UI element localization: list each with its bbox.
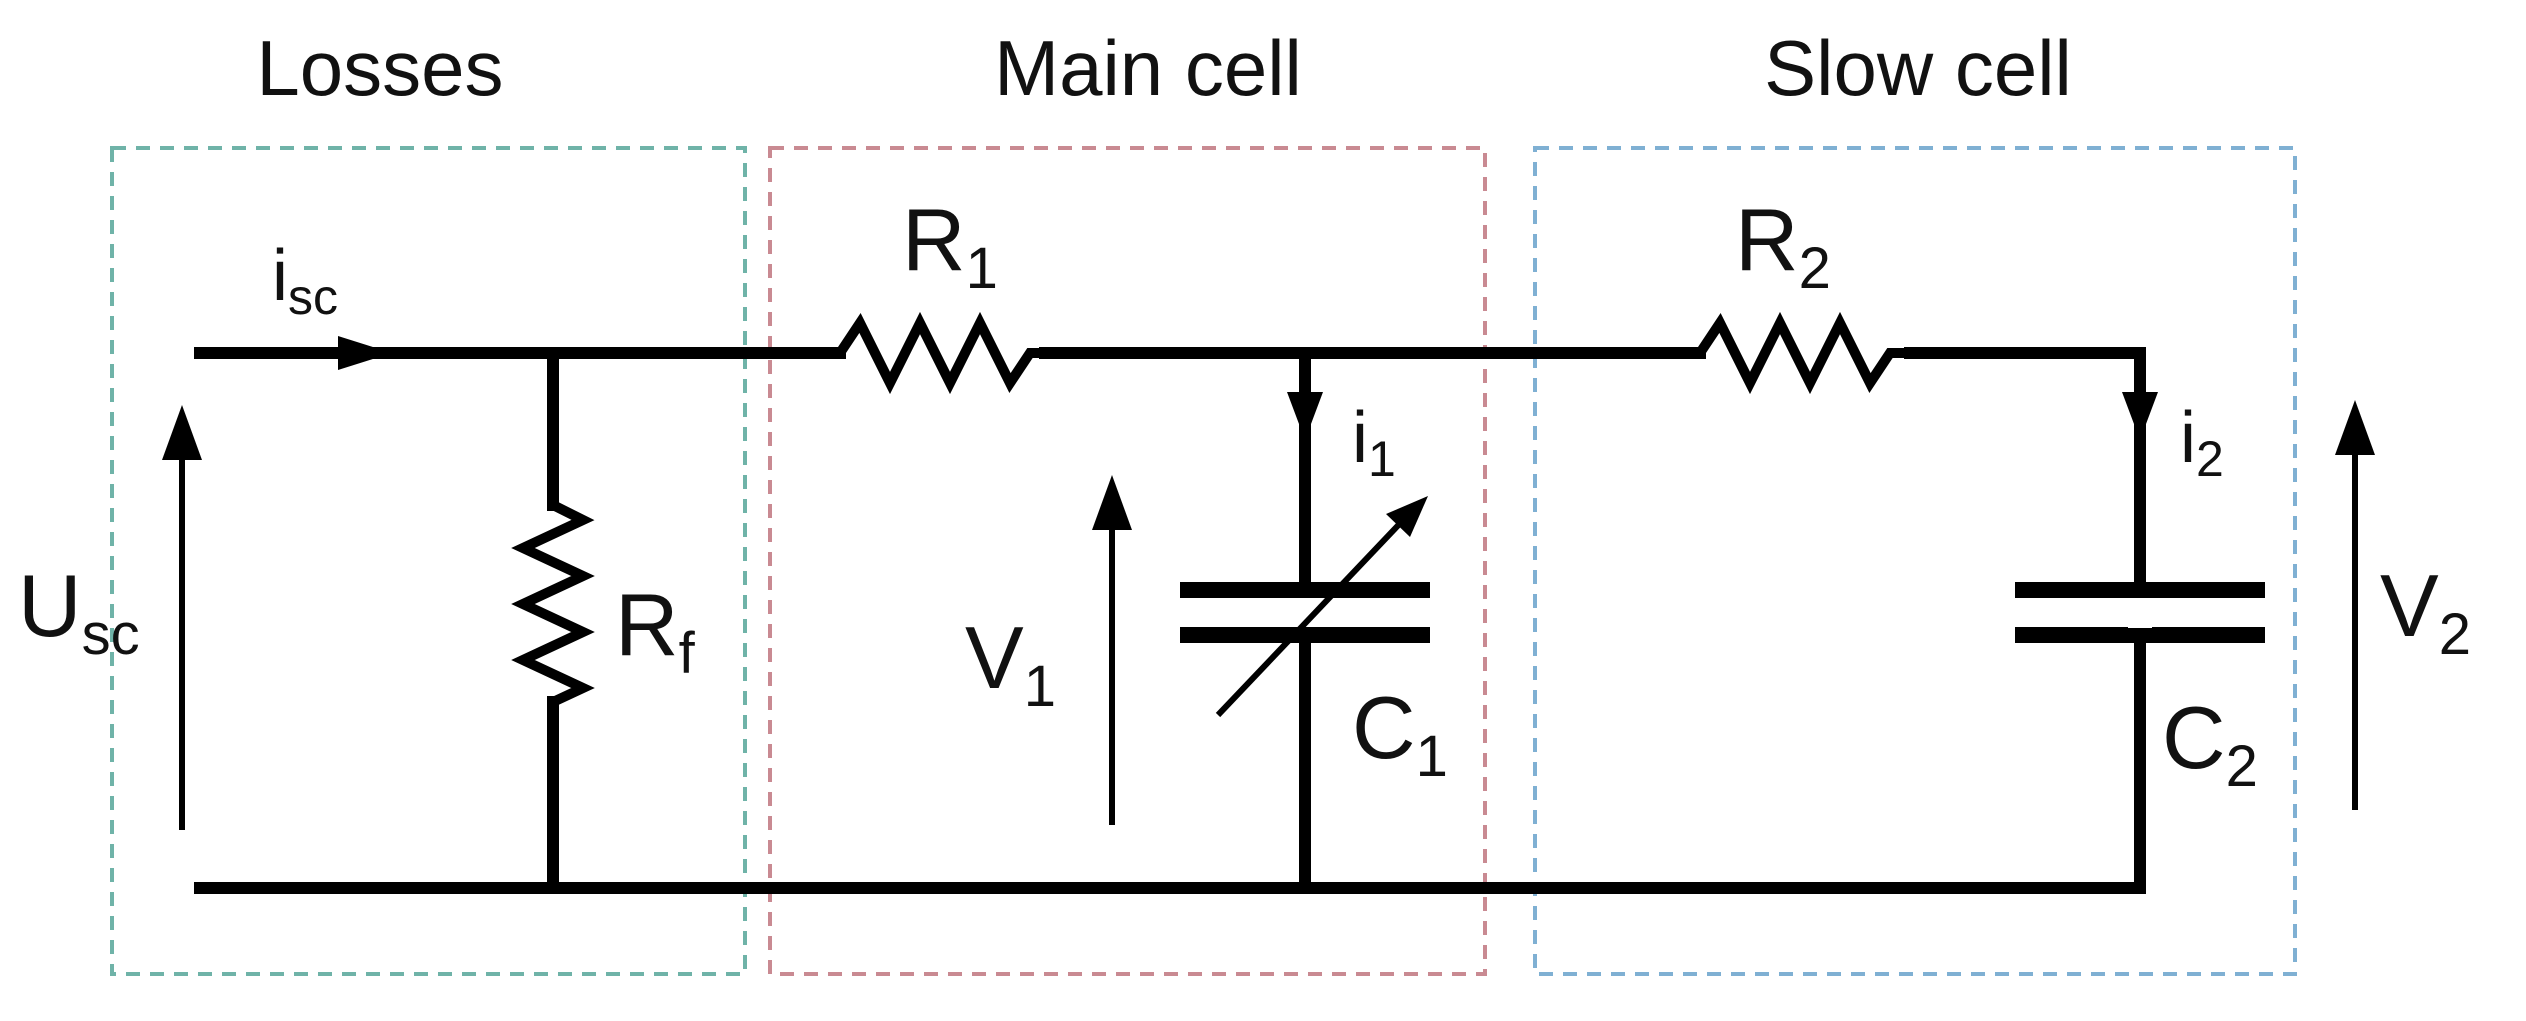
rf-resistor xyxy=(511,500,595,707)
v1-label: V1 xyxy=(965,608,1056,719)
v1-arrowhead xyxy=(1092,475,1132,530)
c2-label: C2 xyxy=(2162,688,2258,799)
r2-resistor xyxy=(1695,311,1910,395)
main-cell-title: Main cell xyxy=(994,24,1302,112)
i2-label: i2 xyxy=(2180,398,2224,487)
r1-resistor xyxy=(835,311,1045,395)
losses-section-box xyxy=(110,146,747,976)
isc-label: isc xyxy=(272,236,338,325)
top-wire-right xyxy=(1904,347,2146,894)
r2-label: R2 xyxy=(1735,190,1831,301)
c1-label: C1 xyxy=(1352,678,1448,789)
r1-label: R1 xyxy=(902,190,998,301)
v2-arrowhead xyxy=(2335,400,2375,455)
slow-cell-title: Slow cell xyxy=(1764,24,2072,112)
v2-label: V2 xyxy=(2380,556,2471,667)
usc-arrowhead xyxy=(162,405,202,460)
c1-variable-arrowhead xyxy=(1386,496,1428,537)
slow-cell-section-box xyxy=(1533,146,2297,976)
i1-arrowhead xyxy=(1287,392,1323,440)
c2-gap xyxy=(2128,598,2152,628)
usc-label: Usc xyxy=(18,556,140,667)
main-cell-section-box xyxy=(768,146,1487,976)
rf-label: Rf xyxy=(615,575,696,686)
i1-label: i1 xyxy=(1352,398,1396,487)
c1-variable-arrow-line xyxy=(1215,512,1411,718)
losses-title: Losses xyxy=(256,24,503,112)
isc-arrowhead xyxy=(338,336,392,370)
i2-arrowhead xyxy=(2122,392,2158,440)
